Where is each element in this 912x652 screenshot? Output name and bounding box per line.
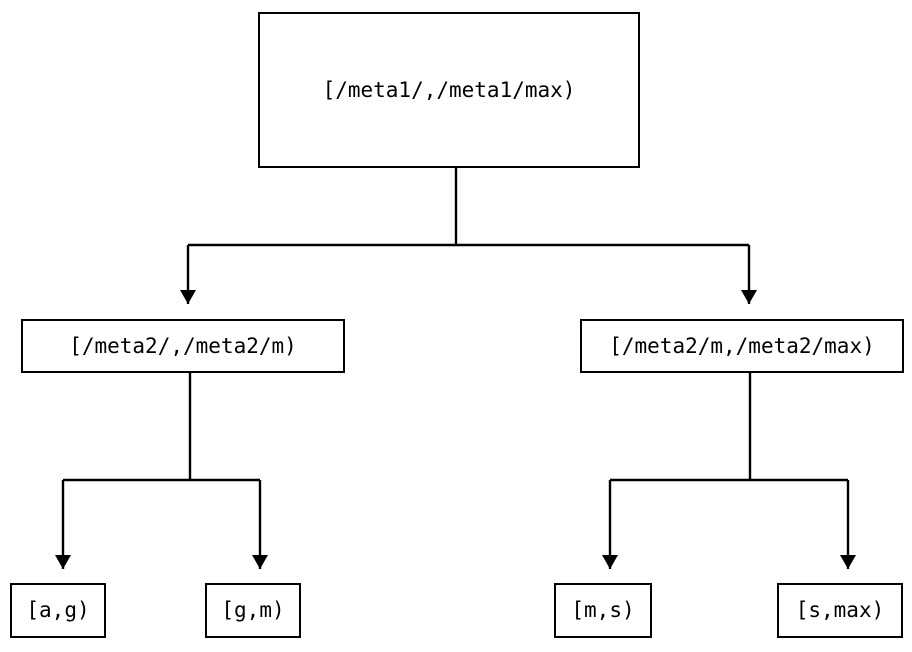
node-leaf-4-label: [s,max) — [795, 598, 885, 622]
node-mid-left-label: [/meta2/,/meta2/m) — [69, 333, 297, 358]
node-mid-left[interactable]: [/meta2/,/meta2/m) — [21, 319, 345, 373]
node-leaf-2[interactable]: [g,m) — [205, 583, 301, 638]
node-leaf-1[interactable]: [a,g) — [10, 583, 106, 638]
node-root-label: [/meta1/,/meta1/max) — [322, 77, 576, 102]
node-leaf-1-label: [a,g) — [26, 598, 90, 622]
node-mid-right[interactable]: [/meta2/m,/meta2/max) — [580, 319, 904, 373]
node-leaf-3-label: [m,s) — [571, 598, 635, 622]
node-leaf-3[interactable]: [m,s) — [554, 583, 652, 638]
node-leaf-4[interactable]: [s,max) — [777, 583, 903, 638]
node-leaf-2-label: [g,m) — [221, 598, 285, 622]
node-root[interactable]: [/meta1/,/meta1/max) — [258, 12, 640, 168]
node-mid-right-label: [/meta2/m,/meta2/max) — [609, 333, 875, 358]
